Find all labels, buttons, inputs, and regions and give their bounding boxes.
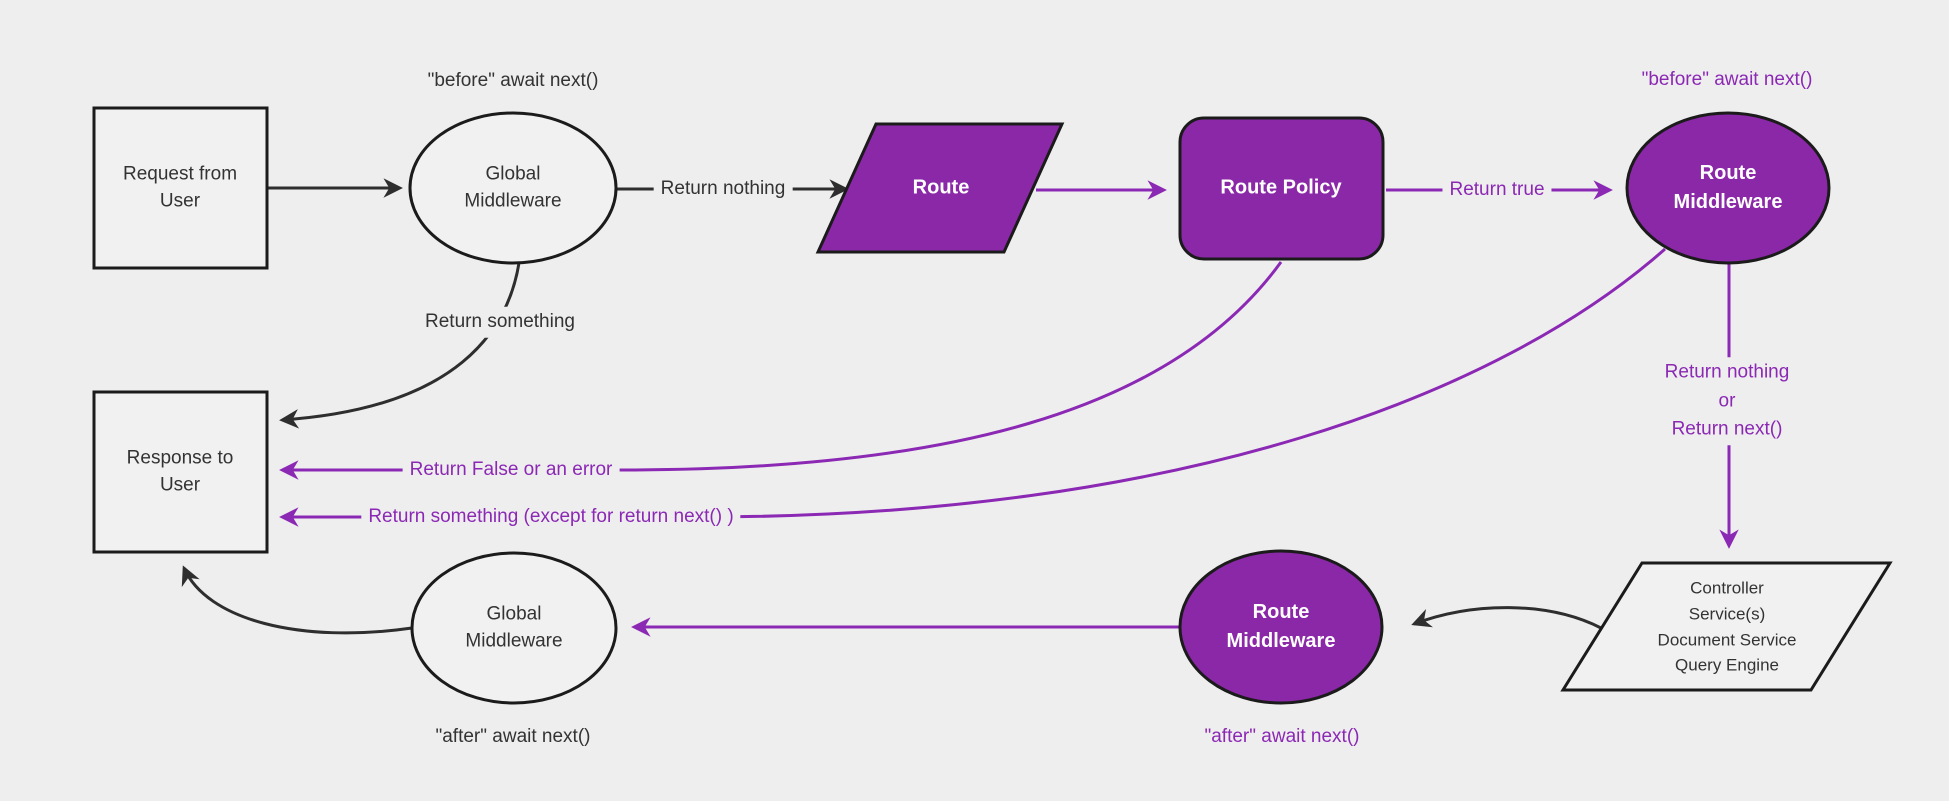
node-route-middleware-after — [1178, 549, 1384, 705]
node-response-to-user — [92, 390, 269, 554]
node-global-middleware-before — [408, 111, 618, 265]
edge-route-middleware-return-something-to-response — [279, 247, 1666, 527]
node-request-from-user — [92, 106, 269, 270]
node-controller-services — [1560, 561, 1893, 692]
edge-route-policy-return-false-to-response — [279, 261, 1283, 480]
node-route-middleware-before — [1625, 111, 1831, 265]
edge-global-middleware-return-something-to-response — [279, 262, 521, 429]
edge-global-middleware-after-to-response — [181, 565, 413, 635]
edge-controller-to-route-middleware-after — [1411, 606, 1602, 630]
node-global-middleware-after — [410, 551, 618, 705]
node-route — [815, 122, 1065, 254]
node-route-policy — [1178, 116, 1385, 261]
